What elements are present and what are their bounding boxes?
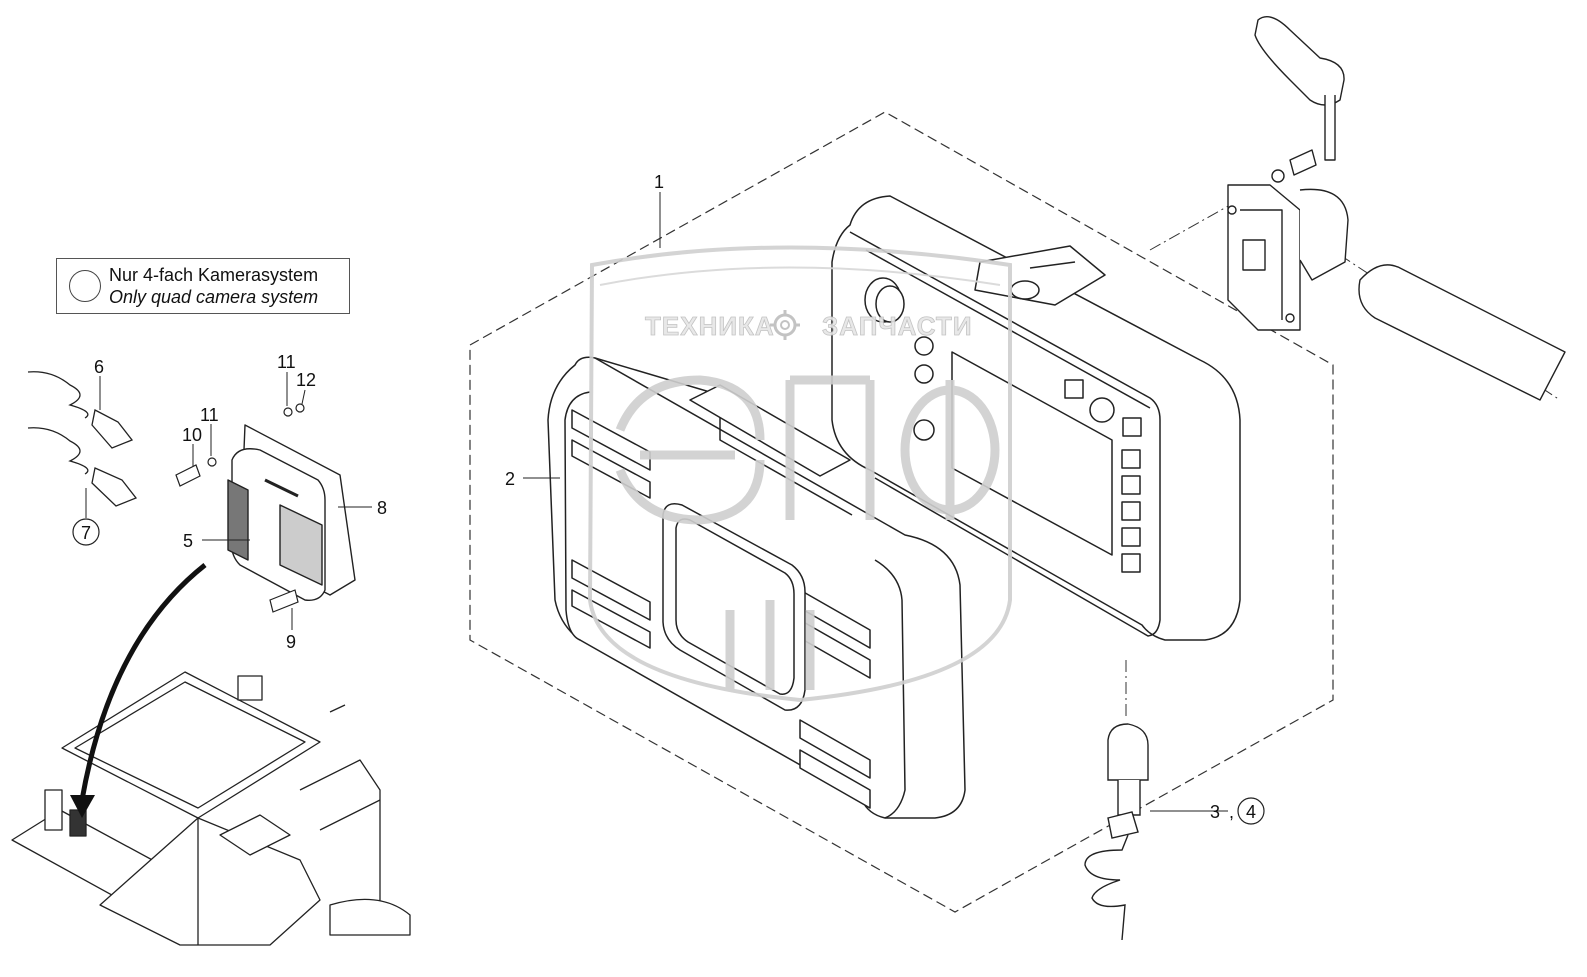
callout-7-circle: [72, 518, 100, 546]
callout-5: 5: [183, 531, 193, 551]
callout-12: 12: [296, 370, 316, 390]
callout-2: 2: [505, 469, 515, 489]
leader-lines: [85, 192, 1228, 812]
callout-4-circle: [1237, 797, 1265, 825]
callout-7: 7: [81, 523, 91, 543]
legend-circle-symbol: [69, 270, 101, 302]
callout-1: 1: [654, 172, 664, 192]
gear-icon: [770, 310, 800, 340]
watermark-right-text: ЗАПЧАСТИ: [822, 311, 973, 341]
assembly-boundary: [469, 111, 1334, 913]
control-unit: [227, 424, 356, 601]
callout-8: 8: [377, 498, 387, 518]
legend-text-de: Nur 4-fach Kamerasystem: [109, 265, 319, 285]
callout-10: 10: [182, 425, 202, 445]
camera-connectors: [27, 371, 138, 507]
callout-9: 9: [286, 632, 296, 652]
legend-text-en: Only quad camera system: [109, 287, 319, 307]
callouts: 1 2 3 , 4 5 6 7 8 9 10 11 11 12: [72, 172, 1265, 825]
callout-11-top: 11: [277, 352, 296, 372]
watermark: ТЕХНИКА ЗАПЧАСТИ: [587, 245, 1012, 703]
callout-6: 6: [94, 357, 104, 377]
protective-cover: [547, 356, 966, 819]
mounting-clamp: [1227, 16, 1566, 401]
display-monitor: [831, 195, 1241, 641]
legend-box: Nur 4-fach Kamerasystem Only quad camera…: [56, 258, 350, 314]
cable-assembly: [1084, 723, 1149, 941]
machine-view: [11, 671, 411, 946]
center-lines: [1125, 204, 1561, 720]
location-arrow: [70, 563, 207, 818]
callout-11-lower: 11: [200, 405, 219, 425]
fasteners: [175, 403, 305, 613]
watermark-left-text: ТЕХНИКА: [645, 311, 775, 341]
callout-4: 4: [1246, 802, 1256, 822]
callout-comma: ,: [1229, 802, 1234, 822]
callout-3: 3: [1210, 802, 1220, 822]
